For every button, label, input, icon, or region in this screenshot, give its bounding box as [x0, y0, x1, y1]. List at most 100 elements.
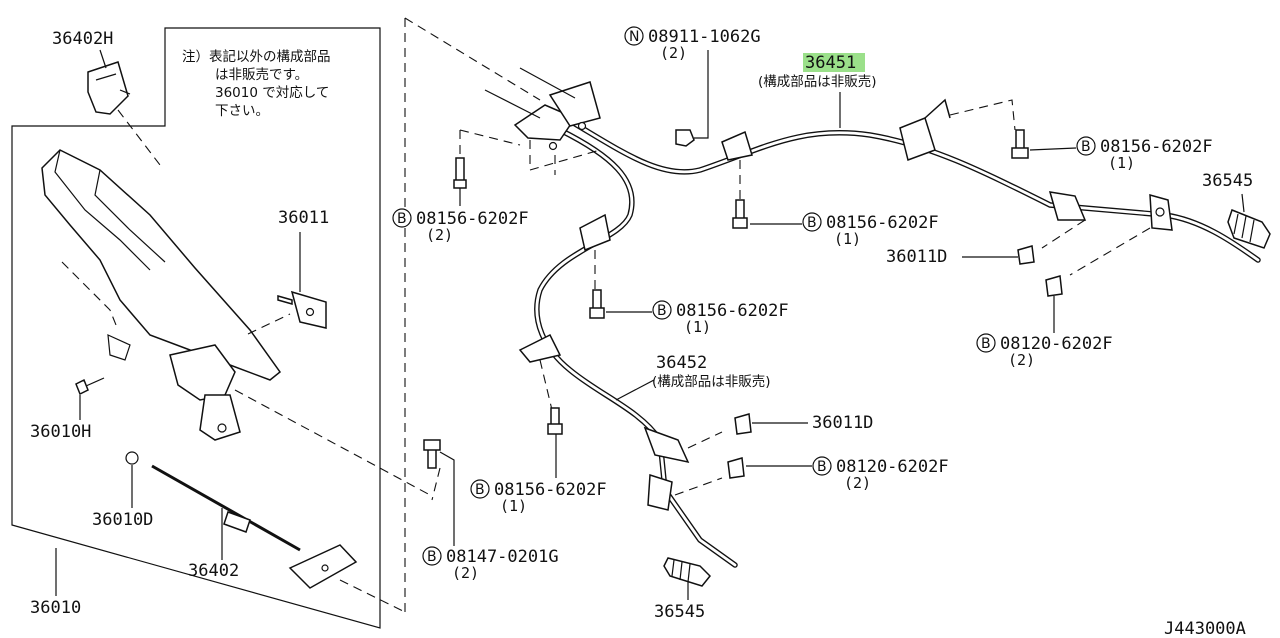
note-line-3: 36010 で対応して: [215, 85, 329, 101]
bracket-36452-end[interactable]: [643, 426, 690, 464]
n-marker-icon: [624, 26, 644, 46]
label-36010: 36010: [30, 598, 81, 618]
label-36402: 36402: [188, 561, 239, 581]
label-08156-6202F-c: 08156-6202F: [826, 213, 939, 233]
b-marker-icon-08120-r: [976, 333, 996, 353]
label-08120-6202F-m: 08120-6202F: [836, 457, 949, 477]
bolt-icon-36011D-r[interactable]: [1017, 245, 1035, 265]
bracket-36451-b-tab: [924, 98, 951, 119]
leader-08156-r: [1029, 147, 1077, 151]
b-marker-text-c: B: [807, 215, 817, 231]
qty-08156-6202F-r: (1): [1108, 154, 1135, 172]
bracket-36452-a[interactable]: [579, 213, 611, 252]
dash-housing-left: [61, 261, 119, 331]
dash-bracket-36452-b: [539, 359, 553, 411]
bracket-plate-hole: [1155, 207, 1165, 217]
label-36010H: 36010H: [30, 422, 91, 442]
bolt-icon-08156-b[interactable]: [547, 407, 563, 435]
note-block: 注）表記以外の構成部品 は非販売です。 36010 で対応して 下さい。: [182, 48, 331, 119]
b-marker-text-b: B: [475, 482, 485, 498]
n-marker-text: N: [629, 29, 639, 45]
part-36010D-washer[interactable]: [125, 451, 139, 465]
bracket-36452-b[interactable]: [518, 333, 562, 363]
qty-08156-6202F-c: (1): [834, 230, 861, 248]
bracket-36451-b[interactable]: [899, 117, 936, 161]
bracket-36451-a[interactable]: [721, 130, 753, 161]
label-36545-r: 36545: [1202, 171, 1253, 191]
bracket-36451-end[interactable]: [1048, 191, 1087, 221]
qty-08156-6202F-l: (2): [426, 226, 453, 244]
part-36011-clip[interactable]: [277, 290, 327, 329]
part-36545-boot-right[interactable]: [1227, 209, 1271, 249]
qty-08147-0201G: (2): [452, 564, 479, 582]
label-08911-1062G: 08911-1062G: [648, 27, 761, 47]
nut-icon-08911[interactable]: [675, 129, 695, 147]
bolt-icon-08147[interactable]: [423, 439, 441, 469]
highlight-36451: [803, 53, 865, 72]
qty-08156-6202F-b: (1): [500, 497, 527, 515]
desc-36452: (構成部品は非販売): [652, 374, 771, 390]
bolt-icon-08156-m[interactable]: [589, 289, 605, 319]
b-marker-icon-c: [802, 212, 822, 232]
b-marker-icon-l: [392, 208, 412, 228]
bolt-icon-08156-c[interactable]: [732, 199, 748, 229]
bolt-icon-08156-r[interactable]: [1011, 129, 1029, 159]
b-marker-text-l: B: [397, 211, 407, 227]
part-equalizer-bracket[interactable]: [484, 67, 601, 151]
b-marker-text-08120-r: B: [981, 336, 991, 352]
label-36545-b: 36545: [654, 602, 705, 622]
b-marker-icon-08147: [422, 546, 442, 566]
part-36010H-bolt[interactable]: [75, 377, 105, 396]
dash-equalizer: [459, 129, 601, 175]
bolt-icon-36011D-m[interactable]: [734, 413, 752, 435]
bolt-icon-08120-m[interactable]: [727, 457, 745, 479]
label-08156-6202F-b: 08156-6202F: [494, 480, 607, 500]
b-marker-text-08147: B: [427, 549, 437, 565]
b-marker-text-m: B: [657, 303, 667, 319]
bolt-icons: [423, 129, 1063, 479]
b-marker-icon-b: [470, 479, 490, 499]
diagram-id: J443000A: [1164, 619, 1246, 638]
label-08156-6202F-l: 08156-6202F: [416, 209, 529, 229]
label-08147-0201G: 08147-0201G: [446, 547, 559, 567]
part-lever-housing[interactable]: [41, 149, 282, 441]
b-marker-icon-r: [1076, 136, 1096, 156]
b-marker-icon-08120-m: [812, 456, 832, 476]
dash-housing-right: [234, 389, 431, 496]
qty-08120-6202F-r: (2): [1008, 351, 1035, 369]
b-marker-icon-m: [652, 300, 672, 320]
label-36011D-m: 36011D: [812, 413, 873, 433]
bracket-36452-plate[interactable]: [647, 473, 673, 511]
dash-bracket-plate-r: [1069, 227, 1151, 276]
assembly-dashed-border: [404, 17, 541, 612]
assembly-frame: [11, 27, 381, 629]
note-line-4: 下さい。: [215, 103, 269, 119]
bolt-icon-08120-r[interactable]: [1045, 275, 1063, 297]
label-36451: 36451: [805, 53, 856, 73]
part-36452-cable[interactable]: [534, 127, 738, 568]
leader-36545-r: [1241, 193, 1245, 213]
qty-08156-6202F-m: (1): [684, 318, 711, 336]
dash-36011: [247, 313, 291, 335]
bolt-icon-08156-l[interactable]: [453, 157, 467, 189]
label-36010D: 36010D: [92, 510, 153, 530]
label-36011D-r: 36011D: [886, 247, 947, 267]
label-08156-6202F-r: 08156-6202F: [1100, 137, 1213, 157]
part-36402H-cover[interactable]: [87, 61, 131, 115]
dash-bracket-plate-m: [674, 477, 723, 496]
part-36545-boot-bottom[interactable]: [663, 557, 712, 587]
note-line-2: は非販売です。: [215, 67, 308, 83]
b-marker-text-08120-m: B: [817, 459, 827, 475]
leader-08911: [694, 50, 709, 139]
dash-36402H: [117, 109, 161, 166]
note-line-1: 注）表記以外の構成部品: [182, 48, 331, 65]
part-36451-cable[interactable]: [562, 115, 1261, 263]
leader-08147: [439, 451, 455, 546]
qty-08911-1062G: (2): [660, 44, 687, 62]
dash-bracket-end-m: [687, 431, 723, 449]
part-36402-rod[interactable]: [151, 464, 358, 589]
leader-36402H: [99, 49, 107, 69]
label-08120-6202F-r: 08120-6202F: [1000, 334, 1113, 354]
dash-36402: [339, 579, 406, 613]
